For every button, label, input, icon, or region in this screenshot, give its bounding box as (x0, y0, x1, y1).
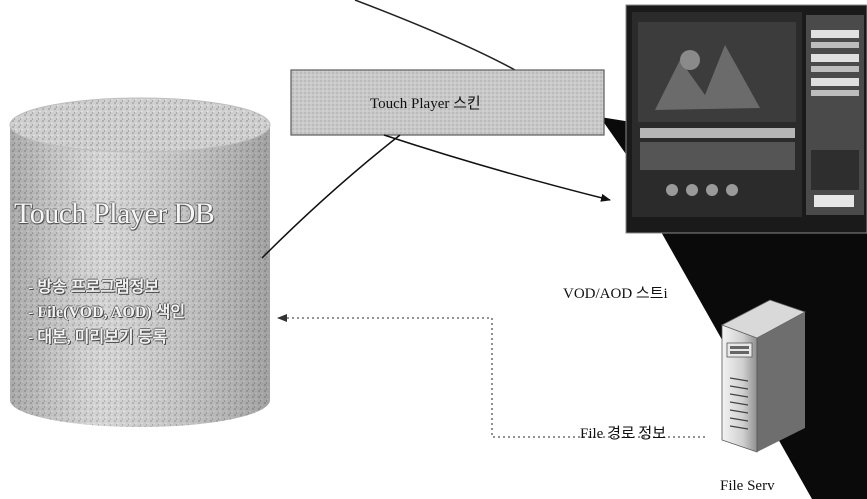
db-title: Touch Player DB (14, 197, 214, 231)
stream-label: VOD/AOD 스트i (563, 282, 668, 303)
db-item-program-info: - 방송 프로그램정보 (28, 273, 159, 297)
skin-label: Touch Player 스킨 (370, 92, 481, 113)
connector-curve-top (355, 0, 515, 70)
file-path-label: File 경로 정보 (580, 422, 666, 443)
database-cylinder (10, 98, 270, 427)
connector-skin-to-db (262, 135, 400, 258)
dotted-connector-file-path (278, 318, 705, 437)
file-server-label: File Serv (720, 478, 775, 495)
db-item-script-preview: - 대본, 미리보기 등록 (28, 323, 167, 347)
db-item-file-index: - File(VOD, AOD) 색인 (28, 298, 185, 322)
server-icon (722, 300, 805, 452)
arrow-skin-to-player (384, 135, 610, 200)
player-screenshot (626, 5, 867, 233)
